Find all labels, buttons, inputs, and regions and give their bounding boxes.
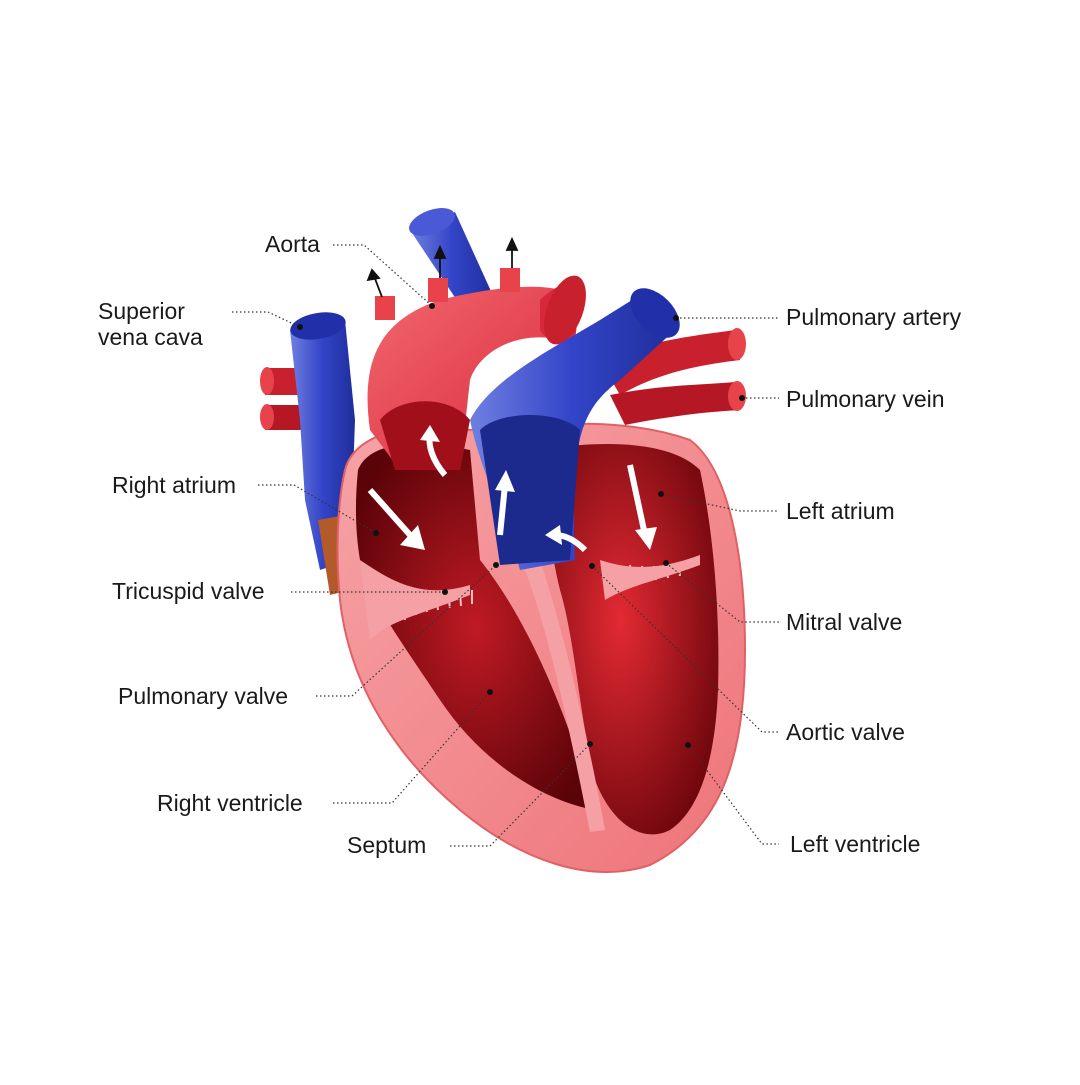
pulmonary-vein-left [260,367,305,430]
aortic-branch-arrows [366,236,519,298]
label-left-atrium: Left atrium [786,498,895,524]
leader-lines [232,244,779,847]
label-septum: Septum [347,832,427,858]
leader-dots [297,303,745,748]
label-right-atrium: Right atrium [112,472,236,498]
septum-band [525,560,605,832]
label-pulmonary-vein: Pulmonary vein [786,386,945,412]
left-chamber [540,444,719,835]
label-pulmonary-artery: Pulmonary artery [786,304,962,330]
label-pulmonary-valve: Pulmonary valve [118,683,289,709]
pulmonary-artery-shape [470,288,680,570]
label-mitral-valve: Mitral valve [786,609,903,635]
label-aorta: Aorta [265,231,320,257]
label-aortic-valve: Aortic valve [786,719,905,745]
label-left-ventricle: Left ventricle [790,831,921,857]
tricuspid-leaf [360,560,470,640]
label-tricuspid-valve: Tricuspid valve [112,578,265,604]
label-superior-vena-cava: Superior vena cava [98,298,203,351]
mitral-leaf [600,555,700,600]
blood-flow-arrows [367,425,657,553]
pulmonary-vein-right [600,328,746,425]
label-right-ventricle: Right ventricle [157,790,303,816]
